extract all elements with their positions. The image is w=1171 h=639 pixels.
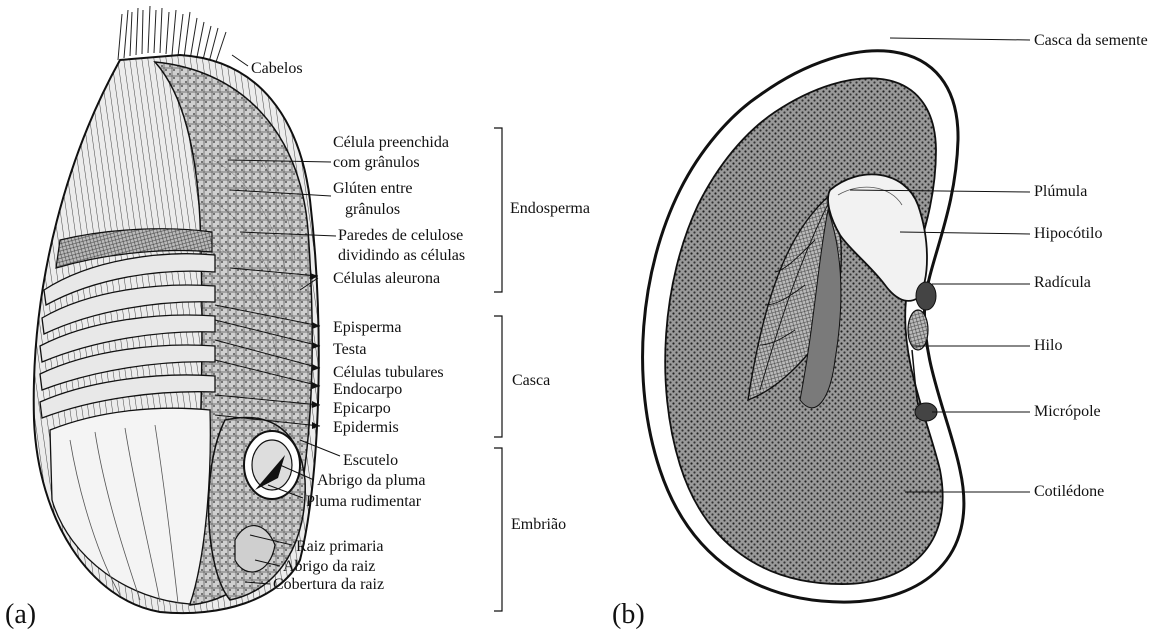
label-raiz-primaria: Raiz primaria bbox=[296, 538, 384, 556]
label-endocarpo: Endocarpo bbox=[333, 381, 402, 399]
group-embriao: Embrião bbox=[511, 516, 566, 534]
label-hipocotilo: Hipocótilo bbox=[1034, 225, 1102, 243]
label-celula-preenchida: Célula preenchida bbox=[333, 134, 449, 152]
label-pluma-rudimentar: Pluma rudimentar bbox=[306, 493, 421, 511]
label-episperma: Episperma bbox=[333, 319, 401, 337]
label-cotiledone: Cotilédone bbox=[1034, 483, 1104, 501]
panel-a-tag: (a) bbox=[5, 600, 36, 630]
label-dividindo-celulas: dividindo as células bbox=[338, 247, 465, 265]
label-micropole: Micrópole bbox=[1034, 403, 1101, 421]
label-testa: Testa bbox=[333, 341, 367, 359]
label-celulas-aleurona: Células aleurona bbox=[333, 270, 440, 288]
label-radicula: Radícula bbox=[1034, 274, 1091, 292]
label-epicarpo: Epicarpo bbox=[333, 400, 391, 418]
group-casca: Casca bbox=[512, 372, 550, 390]
label-escutelo: Escutelo bbox=[343, 452, 398, 470]
label-abrigo-da-raiz: Abrigo da raiz bbox=[283, 558, 375, 576]
label-com-granulos: com grânulos bbox=[333, 154, 420, 172]
label-casca-da-semente: Casca da semente bbox=[1034, 32, 1148, 50]
label-granulos: grânulos bbox=[345, 201, 400, 219]
label-celulas-tubulares: Células tubulares bbox=[333, 364, 444, 382]
label-plumula: Plúmula bbox=[1034, 183, 1087, 201]
wheat-grain-drawing bbox=[34, 6, 502, 613]
label-cabelos: Cabelos bbox=[251, 60, 303, 78]
group-endosperma: Endosperma bbox=[510, 200, 590, 218]
label-cobertura-da-raiz: Cobertura da raiz bbox=[273, 576, 384, 594]
panel-b-tag: (b) bbox=[612, 600, 645, 630]
label-abrigo-da-pluma: Abrigo da pluma bbox=[317, 472, 425, 490]
label-hilo: Hilo bbox=[1034, 337, 1062, 355]
bean-seed-drawing bbox=[643, 38, 1030, 602]
label-paredes-celulose: Paredes de celulose bbox=[338, 227, 463, 245]
label-epidermis: Epidermis bbox=[333, 419, 399, 437]
label-gluten: Glúten entre bbox=[333, 180, 413, 198]
